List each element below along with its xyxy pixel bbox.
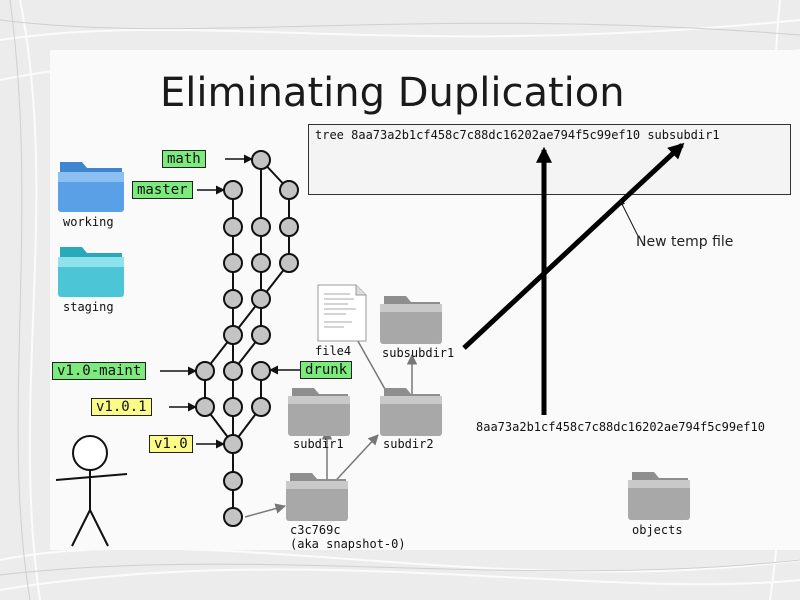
folder-icon-subdir1: [288, 388, 350, 436]
commit-graph-edges: [204, 159, 290, 517]
commit-node: [251, 325, 271, 345]
slide-title: Eliminating Duplication: [160, 70, 625, 116]
commit-node: [251, 361, 271, 381]
commit-node: [223, 507, 243, 527]
commit-node: [223, 253, 243, 273]
label-commit-id: c3c769c: [290, 523, 341, 537]
ref-tag-drunk: drunk: [300, 361, 353, 379]
commit-node: [279, 217, 299, 237]
commit-node: [251, 217, 271, 237]
commit-node: [251, 289, 271, 309]
commit-node: [223, 397, 243, 417]
label-working: working: [63, 215, 114, 229]
commit-node: [223, 434, 243, 454]
commit-node: [223, 471, 243, 491]
annotation-pointer: [619, 199, 639, 237]
commit-node: [223, 217, 243, 237]
commit-node: [223, 180, 243, 200]
label-commit-alias: (aka snapshot-0): [290, 537, 406, 551]
ref-tag-v1-0-1: v1.0.1: [91, 398, 152, 416]
ref-tag-v1-0: v1.0: [149, 435, 193, 453]
ref-tag-master: master: [132, 181, 193, 199]
commit-node: [251, 397, 271, 417]
commit-node: [223, 325, 243, 345]
label-subdir1: subdir1: [293, 437, 344, 451]
commit-node: [279, 180, 299, 200]
label-staging: staging: [63, 300, 114, 314]
label-subdir2: subdir2: [383, 437, 434, 451]
commit-node: [223, 289, 243, 309]
label-blob-hash: 8aa73a2b1cf458c7c88dc16202ae794f5c99ef10: [476, 420, 765, 434]
folder-icon-working: [58, 162, 124, 212]
stick-figure-icon: [55, 435, 128, 547]
label-subsubdir1: subsubdir1: [382, 346, 455, 360]
commit-node: [251, 253, 271, 273]
commit-node: [195, 361, 215, 381]
label-file4: file4: [315, 344, 352, 358]
commit-node: [251, 150, 271, 170]
annotation-new-temp-file: New temp file: [636, 234, 734, 250]
ref-arrows: [160, 154, 300, 449]
folder-icon-objects: [628, 472, 690, 520]
folder-icon-staging: [58, 247, 124, 297]
diagonal-subsubdir-arrow: [462, 142, 685, 350]
folder-icon-subdir2: [380, 388, 442, 436]
document-icon-file4: [317, 284, 367, 342]
commit-node: [195, 397, 215, 417]
commit-node: [279, 253, 299, 273]
folder-icon-commit: [286, 473, 348, 521]
ref-tag-math: math: [162, 150, 206, 168]
commit-node: [223, 361, 243, 381]
label-objects: objects: [632, 523, 683, 537]
ref-tag-v1-0-maint: v1.0-maint: [52, 362, 147, 380]
tree-entry-text: tree 8aa73a2b1cf458c7c88dc16202ae794f5c9…: [315, 128, 720, 142]
folder-icon-subsubdir1: [380, 296, 442, 344]
commit-nodes: [195, 150, 299, 527]
